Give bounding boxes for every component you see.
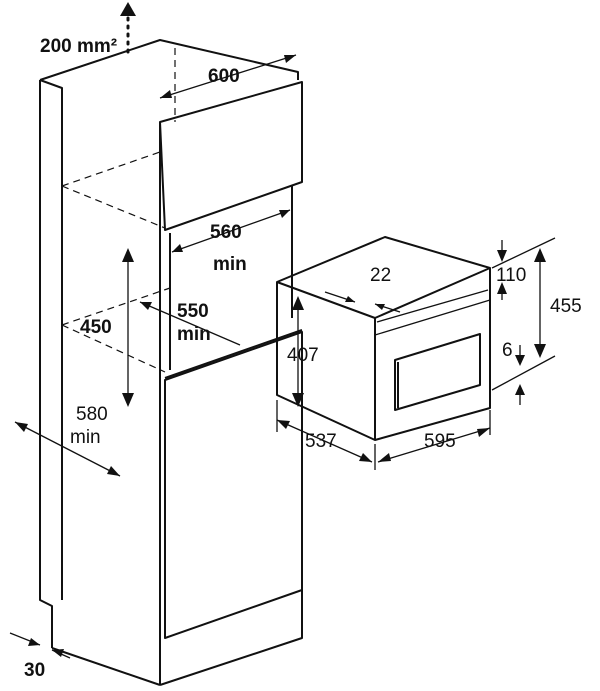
oven-total-height-label: 455 xyxy=(550,296,582,317)
plinth-right xyxy=(159,588,303,686)
oven-width-label: 595 xyxy=(424,431,456,452)
hidden-line-4 xyxy=(61,287,171,326)
cabinet-depth-note: min xyxy=(70,427,101,448)
lower-door xyxy=(164,331,303,639)
upper-front-panel xyxy=(159,81,303,231)
bottom-gap-label: 30 xyxy=(24,660,45,681)
bottom-offset-label: 6 xyxy=(502,340,513,361)
panel-height-label: 110 xyxy=(496,265,526,286)
oven-panel-line xyxy=(374,299,491,336)
cabinet-depth-label: 580 xyxy=(76,404,108,425)
dimension-lines xyxy=(9,54,556,659)
vent-arrow xyxy=(120,2,136,54)
oven-window xyxy=(394,333,481,411)
hidden-line-3 xyxy=(61,324,166,373)
hidden-line-2 xyxy=(61,151,161,187)
oven xyxy=(276,236,491,441)
oven-depth-label: 537 xyxy=(305,431,337,452)
niche-height-label: 450 xyxy=(80,317,112,338)
vent-area-label: 200 mm² xyxy=(40,36,117,57)
niche-floor-front xyxy=(164,329,303,379)
niche-depth-label: 550 xyxy=(177,301,209,322)
hidden-line-1 xyxy=(61,185,166,229)
niche-width-label: 560 xyxy=(210,222,242,243)
oven-top-gap-label: 22 xyxy=(370,265,391,286)
niche-width-note: min xyxy=(213,254,247,275)
tall-cabinet xyxy=(39,39,303,686)
cabinet-top-edge xyxy=(39,39,299,81)
cabinet-side-inner xyxy=(39,79,63,600)
oven-panel-top xyxy=(376,289,489,323)
plinth-front xyxy=(51,647,161,686)
niche-depth-note: min xyxy=(177,324,211,345)
oven-outline xyxy=(276,236,491,441)
cabinet-left-edge xyxy=(39,80,53,648)
body-height-label: 407 xyxy=(287,345,319,366)
cabinet-width-label: 600 xyxy=(208,66,240,87)
